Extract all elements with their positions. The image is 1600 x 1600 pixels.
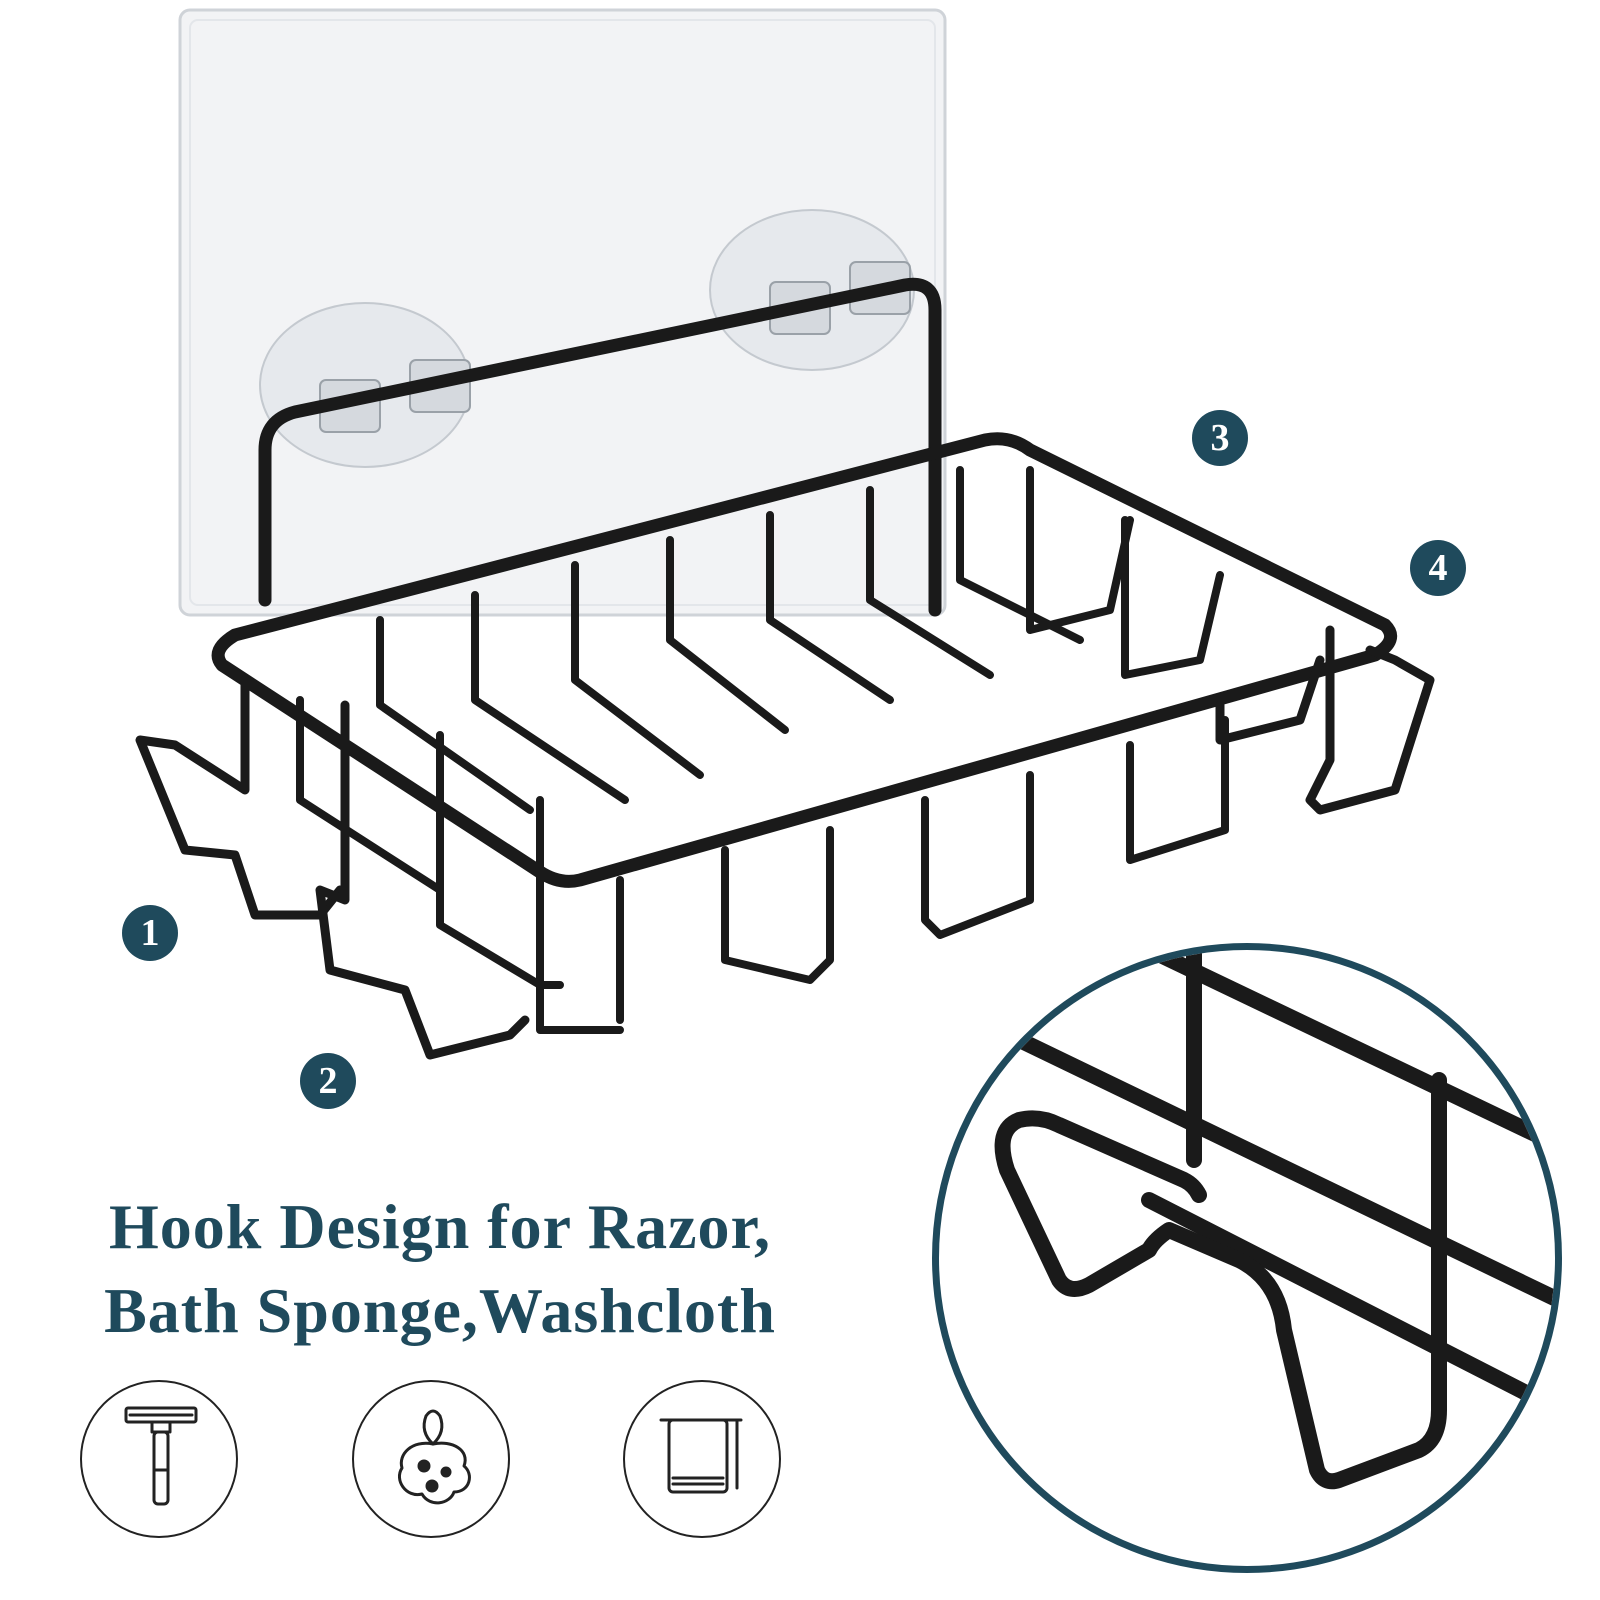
headline-line-2: Bath Sponge,Washcloth	[104, 1275, 776, 1346]
hook-detail-zoom	[932, 943, 1562, 1573]
washcloth-icon	[623, 1380, 781, 1538]
badge-4: 4	[1410, 540, 1466, 596]
hook-detail-illustration	[991, 950, 1555, 1490]
badge-2: 2	[300, 1053, 356, 1109]
headline-line-1: Hook Design for Razor,	[109, 1191, 771, 1262]
bath-sponge-icon	[352, 1380, 510, 1538]
razor-icon	[80, 1380, 238, 1538]
badge-1: 1	[122, 905, 178, 961]
headline: Hook Design for Razor, Bath Sponge,Washc…	[40, 1185, 840, 1353]
badge-3: 3	[1192, 410, 1248, 466]
